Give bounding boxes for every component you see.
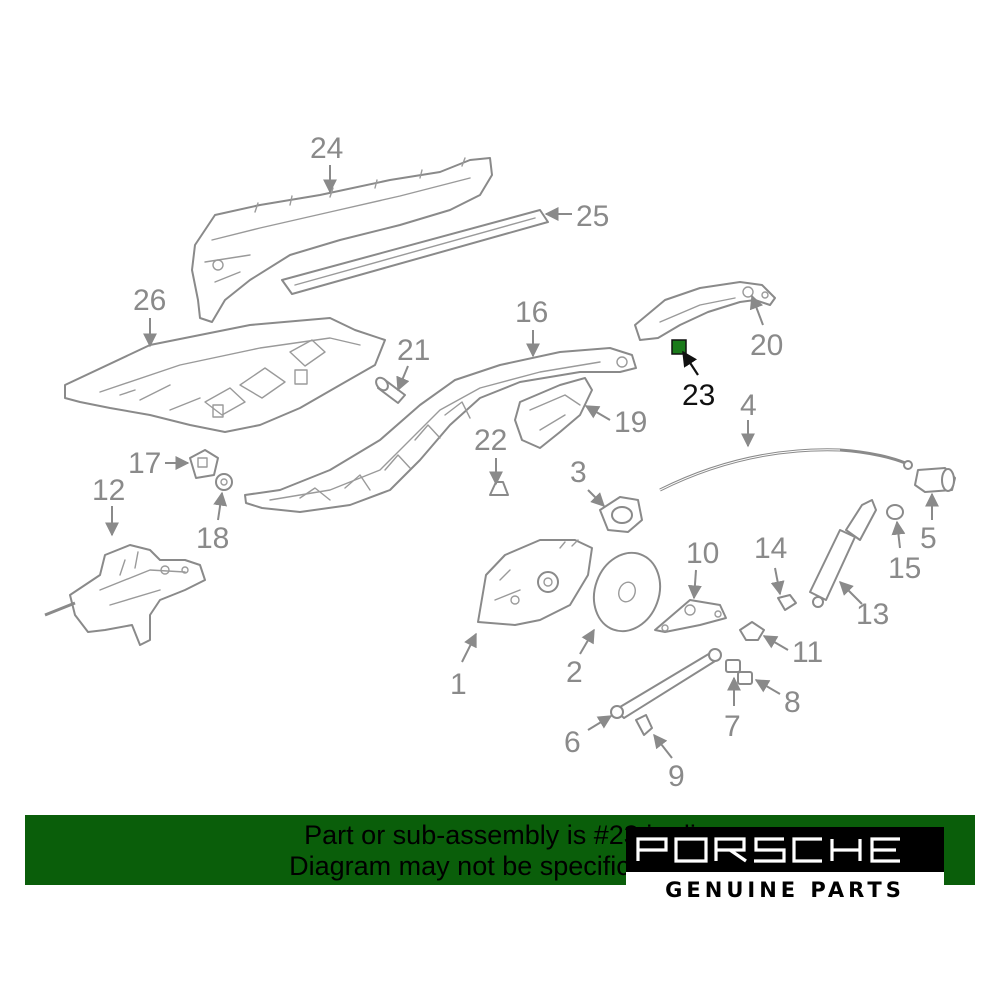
callout-16: 16 [515, 296, 548, 358]
callout-11: 11 [762, 635, 823, 669]
svg-text:22: 22 [474, 424, 507, 457]
part-22-clip [489, 481, 509, 496]
svg-text:19: 19 [614, 406, 647, 439]
callout-24: 24 [310, 132, 343, 194]
callout-22: 22 [474, 424, 507, 486]
part-12-lock-assembly [44, 544, 206, 646]
svg-text:5: 5 [920, 522, 937, 555]
part-7-nut [725, 659, 741, 673]
callout-5: 5 [920, 492, 939, 555]
callout-17: 17 [128, 447, 190, 480]
callout-26: 26 [133, 284, 166, 348]
part-18-grommet [215, 473, 233, 491]
part-17-bracket [189, 449, 219, 479]
callout-2: 2 [566, 628, 595, 689]
svg-text:11: 11 [792, 636, 823, 669]
svg-text:14: 14 [754, 532, 787, 565]
part-19-bracket [514, 377, 593, 449]
part-15-bushing [886, 504, 904, 520]
svg-text:15: 15 [888, 552, 921, 585]
part-8-nut [737, 671, 753, 685]
part-21-pin [375, 376, 406, 404]
callout-23: 23 [682, 350, 715, 412]
callout-9: 9 [653, 733, 685, 793]
svg-text:26: 26 [133, 284, 166, 317]
part-9-screw [635, 714, 653, 736]
svg-text:18: 18 [196, 522, 229, 555]
part-26-side-panel [64, 317, 386, 433]
porsche-wordmark [636, 837, 900, 863]
svg-text:8: 8 [784, 686, 801, 719]
callout-13: 13 [839, 581, 889, 631]
callout-15: 15 [888, 520, 921, 585]
svg-text:12: 12 [92, 474, 125, 507]
part-13-gas-strut [809, 499, 877, 608]
svg-text:9: 9 [668, 760, 685, 793]
part-2-disc [592, 551, 662, 633]
callout-21: 21 [396, 334, 430, 392]
part-25-strip [281, 209, 549, 295]
svg-text:16: 16 [515, 296, 548, 329]
porsche-genuine-parts-logo: GENUINE PARTS [626, 827, 944, 909]
svg-text:4: 4 [740, 389, 757, 422]
svg-text:20: 20 [750, 329, 783, 362]
part-23-highlighted-clip [671, 339, 687, 355]
svg-text:6: 6 [564, 726, 581, 759]
part-6-link-rod [610, 648, 722, 719]
part-3-flange [599, 496, 643, 533]
callout-18: 18 [196, 491, 229, 555]
svg-text:25: 25 [576, 200, 609, 233]
part-1-actuator-housing [477, 539, 593, 626]
callout-1: 1 [450, 632, 477, 701]
svg-text:21: 21 [397, 334, 430, 367]
svg-text:7: 7 [724, 710, 741, 743]
callout-20: 20 [749, 294, 783, 362]
part-5-end-cap [914, 467, 956, 493]
svg-text:3: 3 [570, 456, 587, 489]
svg-text:1: 1 [450, 668, 467, 701]
svg-text:17: 17 [128, 447, 161, 480]
svg-text:2: 2 [566, 656, 583, 689]
logo-tagline: GENUINE PARTS [665, 878, 905, 902]
callout-10: 10 [686, 537, 719, 600]
svg-text:23: 23 [682, 379, 715, 412]
callout-6: 6 [564, 715, 613, 759]
callout-3: 3 [570, 456, 605, 507]
part-11-screw [739, 621, 765, 641]
callout-25: 25 [544, 200, 609, 233]
callout-4: 4 [740, 389, 757, 448]
callout-19: 19 [584, 405, 647, 439]
part-4-cable [659, 448, 913, 492]
callout-7: 7 [724, 676, 741, 743]
part-14-bolt [777, 594, 797, 611]
callout-12: 12 [92, 474, 125, 537]
porsche-wordmark-band [626, 827, 944, 872]
part-10-triangle-bracket [654, 599, 727, 633]
part-16-support-arm [244, 347, 637, 513]
svg-text:10: 10 [686, 537, 719, 570]
svg-text:24: 24 [310, 132, 343, 165]
callout-8: 8 [754, 679, 801, 719]
callout-14: 14 [754, 532, 787, 596]
